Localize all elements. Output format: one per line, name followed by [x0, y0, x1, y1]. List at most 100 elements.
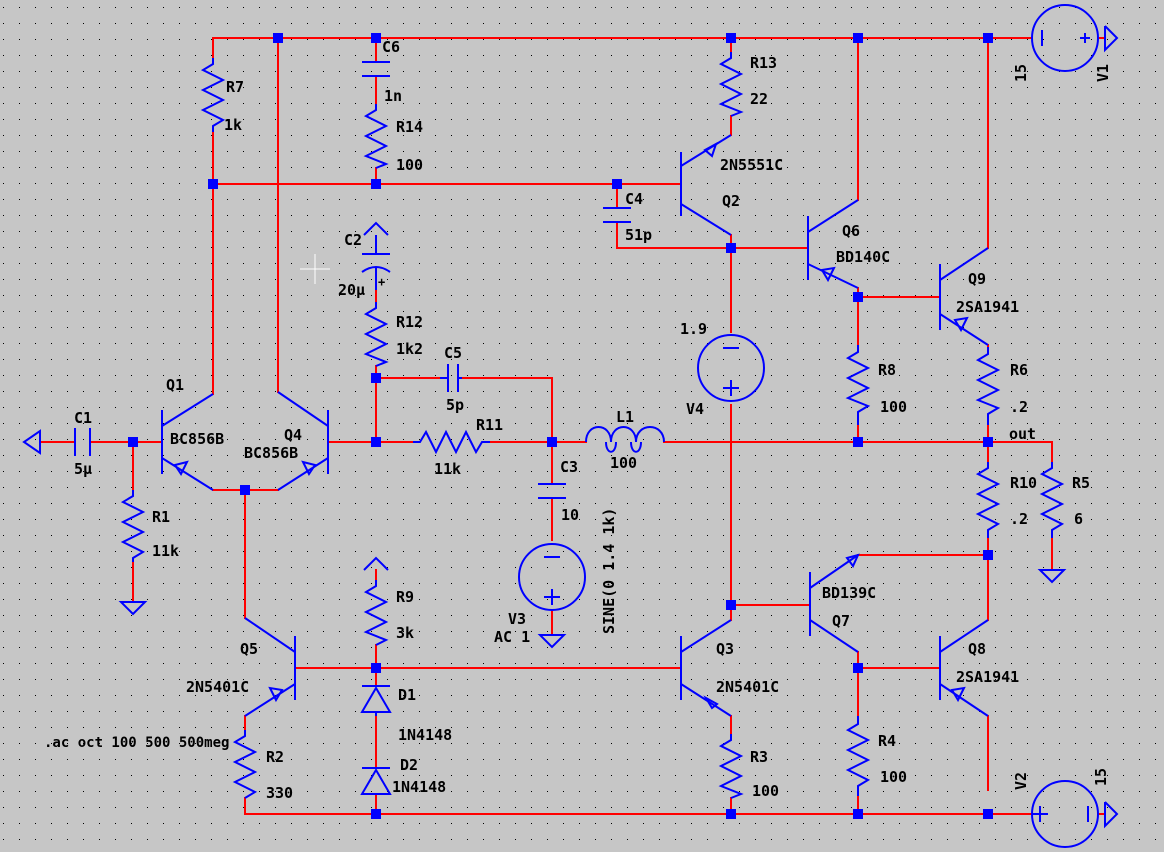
net-label-out: out	[1009, 425, 1036, 443]
r14-name: R14	[396, 118, 423, 136]
c4-name: C4	[625, 190, 643, 208]
voltage-source-v1[interactable]: V1 15	[1012, 4, 1112, 82]
v3-value: SINE(0 1.4 1k)	[600, 508, 618, 634]
v2-value: 15	[1092, 768, 1110, 786]
voltage-source-v2[interactable]: V2 15	[1012, 768, 1110, 848]
v3-name: V3	[508, 610, 526, 628]
r9-value: 3k	[396, 624, 414, 642]
c6-value: 1n	[384, 87, 402, 105]
q6-name: Q6	[842, 222, 860, 240]
v4-name: V4	[686, 400, 704, 418]
transistor-q4[interactable]: Q4 BC856B	[244, 391, 329, 491]
resistor-r5[interactable]: R5 6	[1039, 462, 1090, 538]
transistor-q5[interactable]: Q5 2N5401C	[186, 617, 296, 717]
resistor-r8[interactable]: R8 100	[845, 345, 907, 425]
r6-name: R6	[1010, 361, 1028, 379]
resistor-r3[interactable]: R3 100	[718, 734, 779, 800]
c4-value: 51p	[625, 226, 652, 244]
v1-name: V1	[1094, 64, 1112, 82]
capacitor-c4[interactable]: C4 51p	[603, 190, 652, 244]
v4-value: 1.9	[680, 320, 707, 338]
q5-value: 2N5401C	[186, 678, 249, 696]
r7-name: R7	[226, 78, 244, 96]
q4-name: Q4	[284, 426, 302, 444]
r2-value: 330	[266, 784, 293, 802]
r4-name: R4	[878, 732, 896, 750]
resistor-r7[interactable]: R7 1k	[200, 58, 244, 134]
r8-name: R8	[878, 361, 896, 379]
diode-d1[interactable]: D1 1N4148	[360, 685, 452, 744]
ground-symbol-v2	[1104, 801, 1119, 829]
c3-value: 10	[561, 506, 579, 524]
capacitor-c5[interactable]: C5 5p	[440, 344, 464, 414]
junctions	[128, 33, 993, 819]
c6-name: C6	[382, 38, 400, 56]
r3-name: R3	[750, 748, 768, 766]
q9-value: 2SA1941	[956, 298, 1019, 316]
r13-value: 22	[750, 90, 768, 108]
q7-value: BD139C	[822, 584, 876, 602]
c1-name: C1	[74, 409, 92, 427]
q1-value: BC856B	[170, 430, 224, 448]
l1-value: 100	[610, 454, 637, 472]
resistor-r13[interactable]: R13 22	[718, 52, 777, 117]
capacitor-c2[interactable]: + C2 20µ	[338, 231, 391, 299]
resistor-r11[interactable]: R11 11k	[413, 416, 503, 478]
v2-name: V2	[1012, 772, 1030, 790]
spice-directive[interactable]: .ac oct 100 500 500meg	[44, 735, 229, 751]
d1-name: D1	[398, 686, 416, 704]
transistor-q9[interactable]: Q9 2SA1941	[939, 247, 1019, 346]
r8-value: 100	[880, 398, 907, 416]
voltage-source-v3[interactable]: V3 AC 1 SINE(0 1.4 1k)	[494, 508, 618, 646]
r6-value: .2	[1010, 398, 1028, 416]
voltage-source-v4[interactable]: 1.9 V4	[680, 320, 765, 418]
resistor-r12[interactable]: R12 1k2	[363, 302, 423, 367]
v1-value: 15	[1012, 64, 1030, 82]
inductor-l1[interactable]: L1 100	[585, 408, 665, 472]
capacitor-c1[interactable]: C1 5µ	[74, 409, 92, 478]
transistor-q3[interactable]: Q3 2N5401C	[680, 619, 779, 717]
r13-name: R13	[750, 54, 777, 72]
c2-name: C2	[344, 231, 362, 249]
q1-name: Q1	[166, 376, 184, 394]
c3-name: C3	[560, 458, 578, 476]
transistor-q8[interactable]: Q8 2SA1941	[939, 619, 1019, 717]
resistor-r9[interactable]: R9 3k	[363, 580, 414, 646]
c2-plus: +	[378, 275, 385, 289]
q8-value: 2SA1941	[956, 668, 1019, 686]
input-port-icon	[22, 429, 41, 455]
diode-d2[interactable]: D2 1N4148	[360, 756, 446, 796]
r1-value: 11k	[152, 542, 179, 560]
r5-name: R5	[1072, 474, 1090, 492]
q3-name: Q3	[716, 640, 734, 658]
capacitor-c6[interactable]: C6 1n	[362, 38, 402, 105]
r14-value: 100	[396, 156, 423, 174]
resistor-r4[interactable]: R4 100	[845, 716, 907, 796]
r10-name: R10	[1010, 474, 1037, 492]
v3-ac: AC 1	[494, 628, 530, 646]
d2-value: 1N4148	[392, 778, 446, 796]
q2-name: Q2	[722, 192, 740, 210]
c1-value: 5µ	[74, 460, 92, 478]
resistor-r6[interactable]: R6 .2	[975, 347, 1028, 425]
ground-symbol-v3	[537, 634, 567, 649]
capacitor-c3[interactable]: C3 10	[538, 458, 579, 524]
transistor-q1[interactable]: Q1 BC856B	[161, 376, 224, 491]
resistor-r1[interactable]: R1 11k	[120, 490, 179, 562]
r12-name: R12	[396, 313, 423, 331]
resistor-r14[interactable]: R14 100	[363, 104, 423, 174]
resistor-r10[interactable]: R10 .2	[975, 462, 1037, 538]
transistor-q6[interactable]: Q6 BD140C	[807, 199, 890, 289]
d2-name: D2	[400, 756, 418, 774]
transistor-q7[interactable]: BD139C Q7	[809, 553, 876, 653]
resistor-r2[interactable]: R2 330	[232, 730, 293, 802]
c5-name: C5	[444, 344, 462, 362]
q2-value: 2N5551C	[720, 156, 783, 174]
q7-name: Q7	[832, 612, 850, 630]
transistor-q2[interactable]: 2N5551C Q2	[680, 134, 783, 236]
r9-name: R9	[396, 588, 414, 606]
r2-name: R2	[266, 748, 284, 766]
r3-value: 100	[752, 782, 779, 800]
